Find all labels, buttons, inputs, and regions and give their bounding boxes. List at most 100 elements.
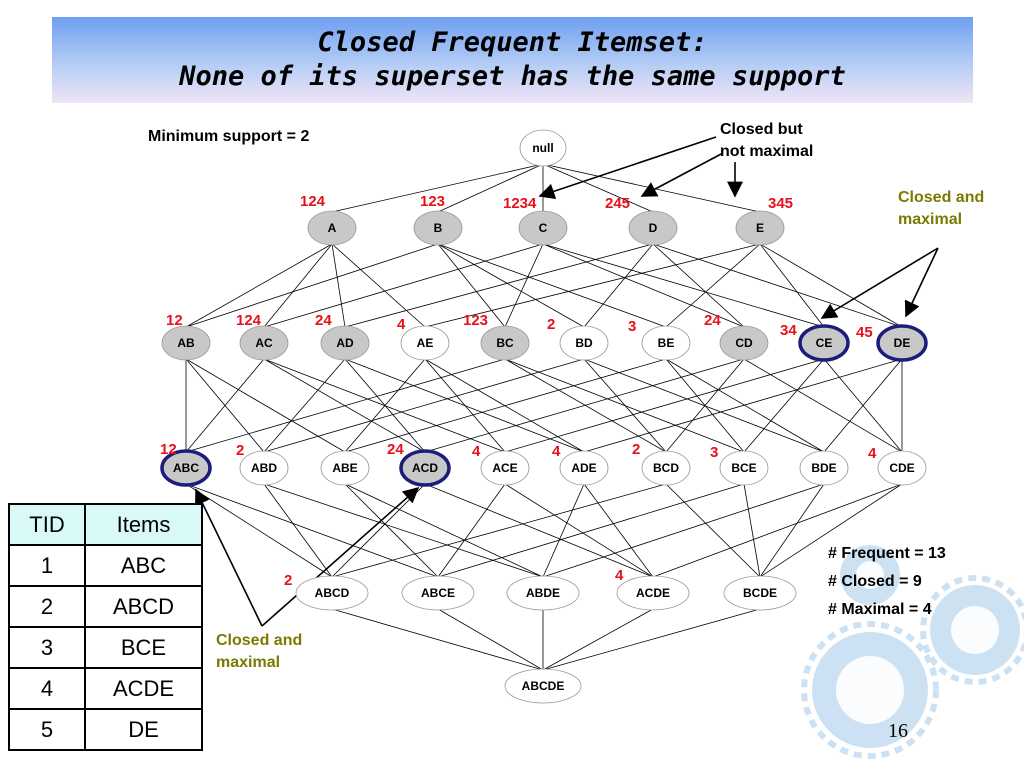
node-label: D bbox=[649, 221, 658, 235]
lattice-edge bbox=[743, 358, 825, 453]
lattice-edge bbox=[424, 358, 745, 453]
annotation-arrow bbox=[820, 247, 939, 319]
items-cell: ABC bbox=[84, 544, 203, 587]
lattice-edge bbox=[344, 483, 439, 578]
closed-not-maximal-line-2: not maximal bbox=[720, 143, 814, 160]
lattice-edge bbox=[542, 483, 825, 578]
support-tidlist-label: 1234 bbox=[503, 195, 537, 212]
lattice-edge bbox=[185, 243, 333, 328]
support-tidlist-label: 12 bbox=[160, 441, 177, 458]
support-tidlist-label: 2 bbox=[632, 441, 640, 458]
stat-frequent: # Frequent = 13 bbox=[828, 545, 946, 562]
stat-closed: # Closed = 9 bbox=[828, 573, 922, 590]
lattice-edge bbox=[424, 243, 761, 328]
annotation-arrow bbox=[640, 152, 724, 197]
itemset-node-ae: AE bbox=[400, 325, 450, 361]
lattice-edge bbox=[583, 358, 667, 453]
support-tidlist-label: 345 bbox=[768, 195, 793, 212]
node-label: CDE bbox=[889, 461, 914, 475]
lattice-edge bbox=[437, 243, 585, 328]
lattice-edge bbox=[331, 608, 544, 671]
node-shape bbox=[723, 575, 797, 611]
node-shape bbox=[400, 325, 450, 361]
support-tidlist-label: 124 bbox=[300, 193, 326, 210]
lattice-edge bbox=[185, 358, 346, 453]
lattice-edge bbox=[665, 243, 761, 328]
itemset-node-abce: ABCE bbox=[401, 575, 475, 611]
node-shape bbox=[413, 210, 463, 246]
itemset-node-ab: AB bbox=[161, 325, 211, 361]
node-label: ABCD bbox=[315, 586, 350, 600]
itemset-node-bcd: BCD bbox=[641, 450, 691, 486]
itemset-node-acd: ACD bbox=[399, 449, 451, 487]
node-label: AB bbox=[177, 336, 195, 350]
node-label: ACE bbox=[492, 461, 517, 475]
node-label: ABCDE bbox=[522, 679, 565, 693]
lattice-edge bbox=[263, 483, 333, 578]
lattice-edge bbox=[542, 483, 585, 578]
itemset-node-b: B bbox=[413, 210, 463, 246]
items-cell: ACDE bbox=[84, 667, 203, 710]
node-label: AE bbox=[417, 336, 434, 350]
lattice-edge bbox=[185, 483, 439, 578]
lattice-edge bbox=[185, 358, 506, 453]
stat-maximal: # Maximal = 4 bbox=[828, 601, 932, 618]
lattice-edge bbox=[263, 358, 585, 453]
node-shape bbox=[239, 450, 289, 486]
node-label: ABC bbox=[173, 461, 199, 475]
lattice-edge bbox=[263, 358, 346, 453]
node-shape bbox=[399, 449, 451, 487]
lattice-edge bbox=[542, 243, 745, 328]
node-shape bbox=[480, 325, 530, 361]
itemset-node-be: BE bbox=[641, 325, 691, 361]
lattice-edge bbox=[652, 243, 745, 328]
lattice-edge bbox=[759, 483, 903, 578]
node-label: ADE bbox=[571, 461, 596, 475]
lattice-edge bbox=[759, 483, 825, 578]
support-tidlist-label: 4 bbox=[397, 316, 406, 333]
node-shape bbox=[161, 325, 211, 361]
lattice-edge bbox=[504, 243, 544, 328]
support-tidlist-label: 4 bbox=[868, 445, 877, 462]
node-shape bbox=[320, 450, 370, 486]
lattice-edge bbox=[583, 358, 825, 453]
lattice-edge bbox=[542, 163, 761, 213]
node-shape bbox=[641, 450, 691, 486]
node-shape bbox=[719, 325, 769, 361]
node-label: BC bbox=[496, 336, 514, 350]
node-shape bbox=[295, 575, 369, 611]
lattice-edge bbox=[263, 483, 544, 578]
lattice-edge bbox=[583, 483, 654, 578]
node-label: BDE bbox=[811, 461, 836, 475]
itemset-node-bde: BDE bbox=[799, 450, 849, 486]
node-shape bbox=[798, 324, 850, 362]
gear-watermark-icon bbox=[801, 545, 1024, 759]
stats-summary: # Frequent = 13 # Closed = 9 # Maximal =… bbox=[828, 540, 946, 624]
lattice-edge bbox=[331, 243, 426, 328]
itemset-node-abe: ABE bbox=[320, 450, 370, 486]
node-label: null bbox=[532, 141, 553, 155]
lattice-edge bbox=[542, 163, 654, 213]
annotation-arrow bbox=[261, 486, 420, 627]
support-tidlist-label: 3 bbox=[628, 318, 636, 335]
node-shape bbox=[735, 210, 785, 246]
lattice-edge bbox=[344, 358, 426, 453]
node-shape bbox=[519, 129, 567, 167]
lattice-edge bbox=[542, 608, 654, 671]
node-label: BCDE bbox=[743, 586, 777, 600]
closed-maximal-top-line-1: Closed and bbox=[898, 189, 985, 206]
items-cell: BCE bbox=[84, 626, 203, 669]
lattice-edge bbox=[437, 243, 506, 328]
support-tidlist-label: 124 bbox=[236, 312, 262, 329]
closed-maximal-bottom-line-1: Closed and bbox=[216, 632, 303, 649]
itemset-node-d: D bbox=[628, 210, 678, 246]
node-label: ACDE bbox=[636, 586, 670, 600]
itemset-node-cd: CD bbox=[719, 325, 769, 361]
node-label: CE bbox=[816, 336, 833, 350]
node-shape bbox=[504, 668, 582, 704]
itemset-node-a: A bbox=[307, 210, 357, 246]
node-shape bbox=[641, 325, 691, 361]
